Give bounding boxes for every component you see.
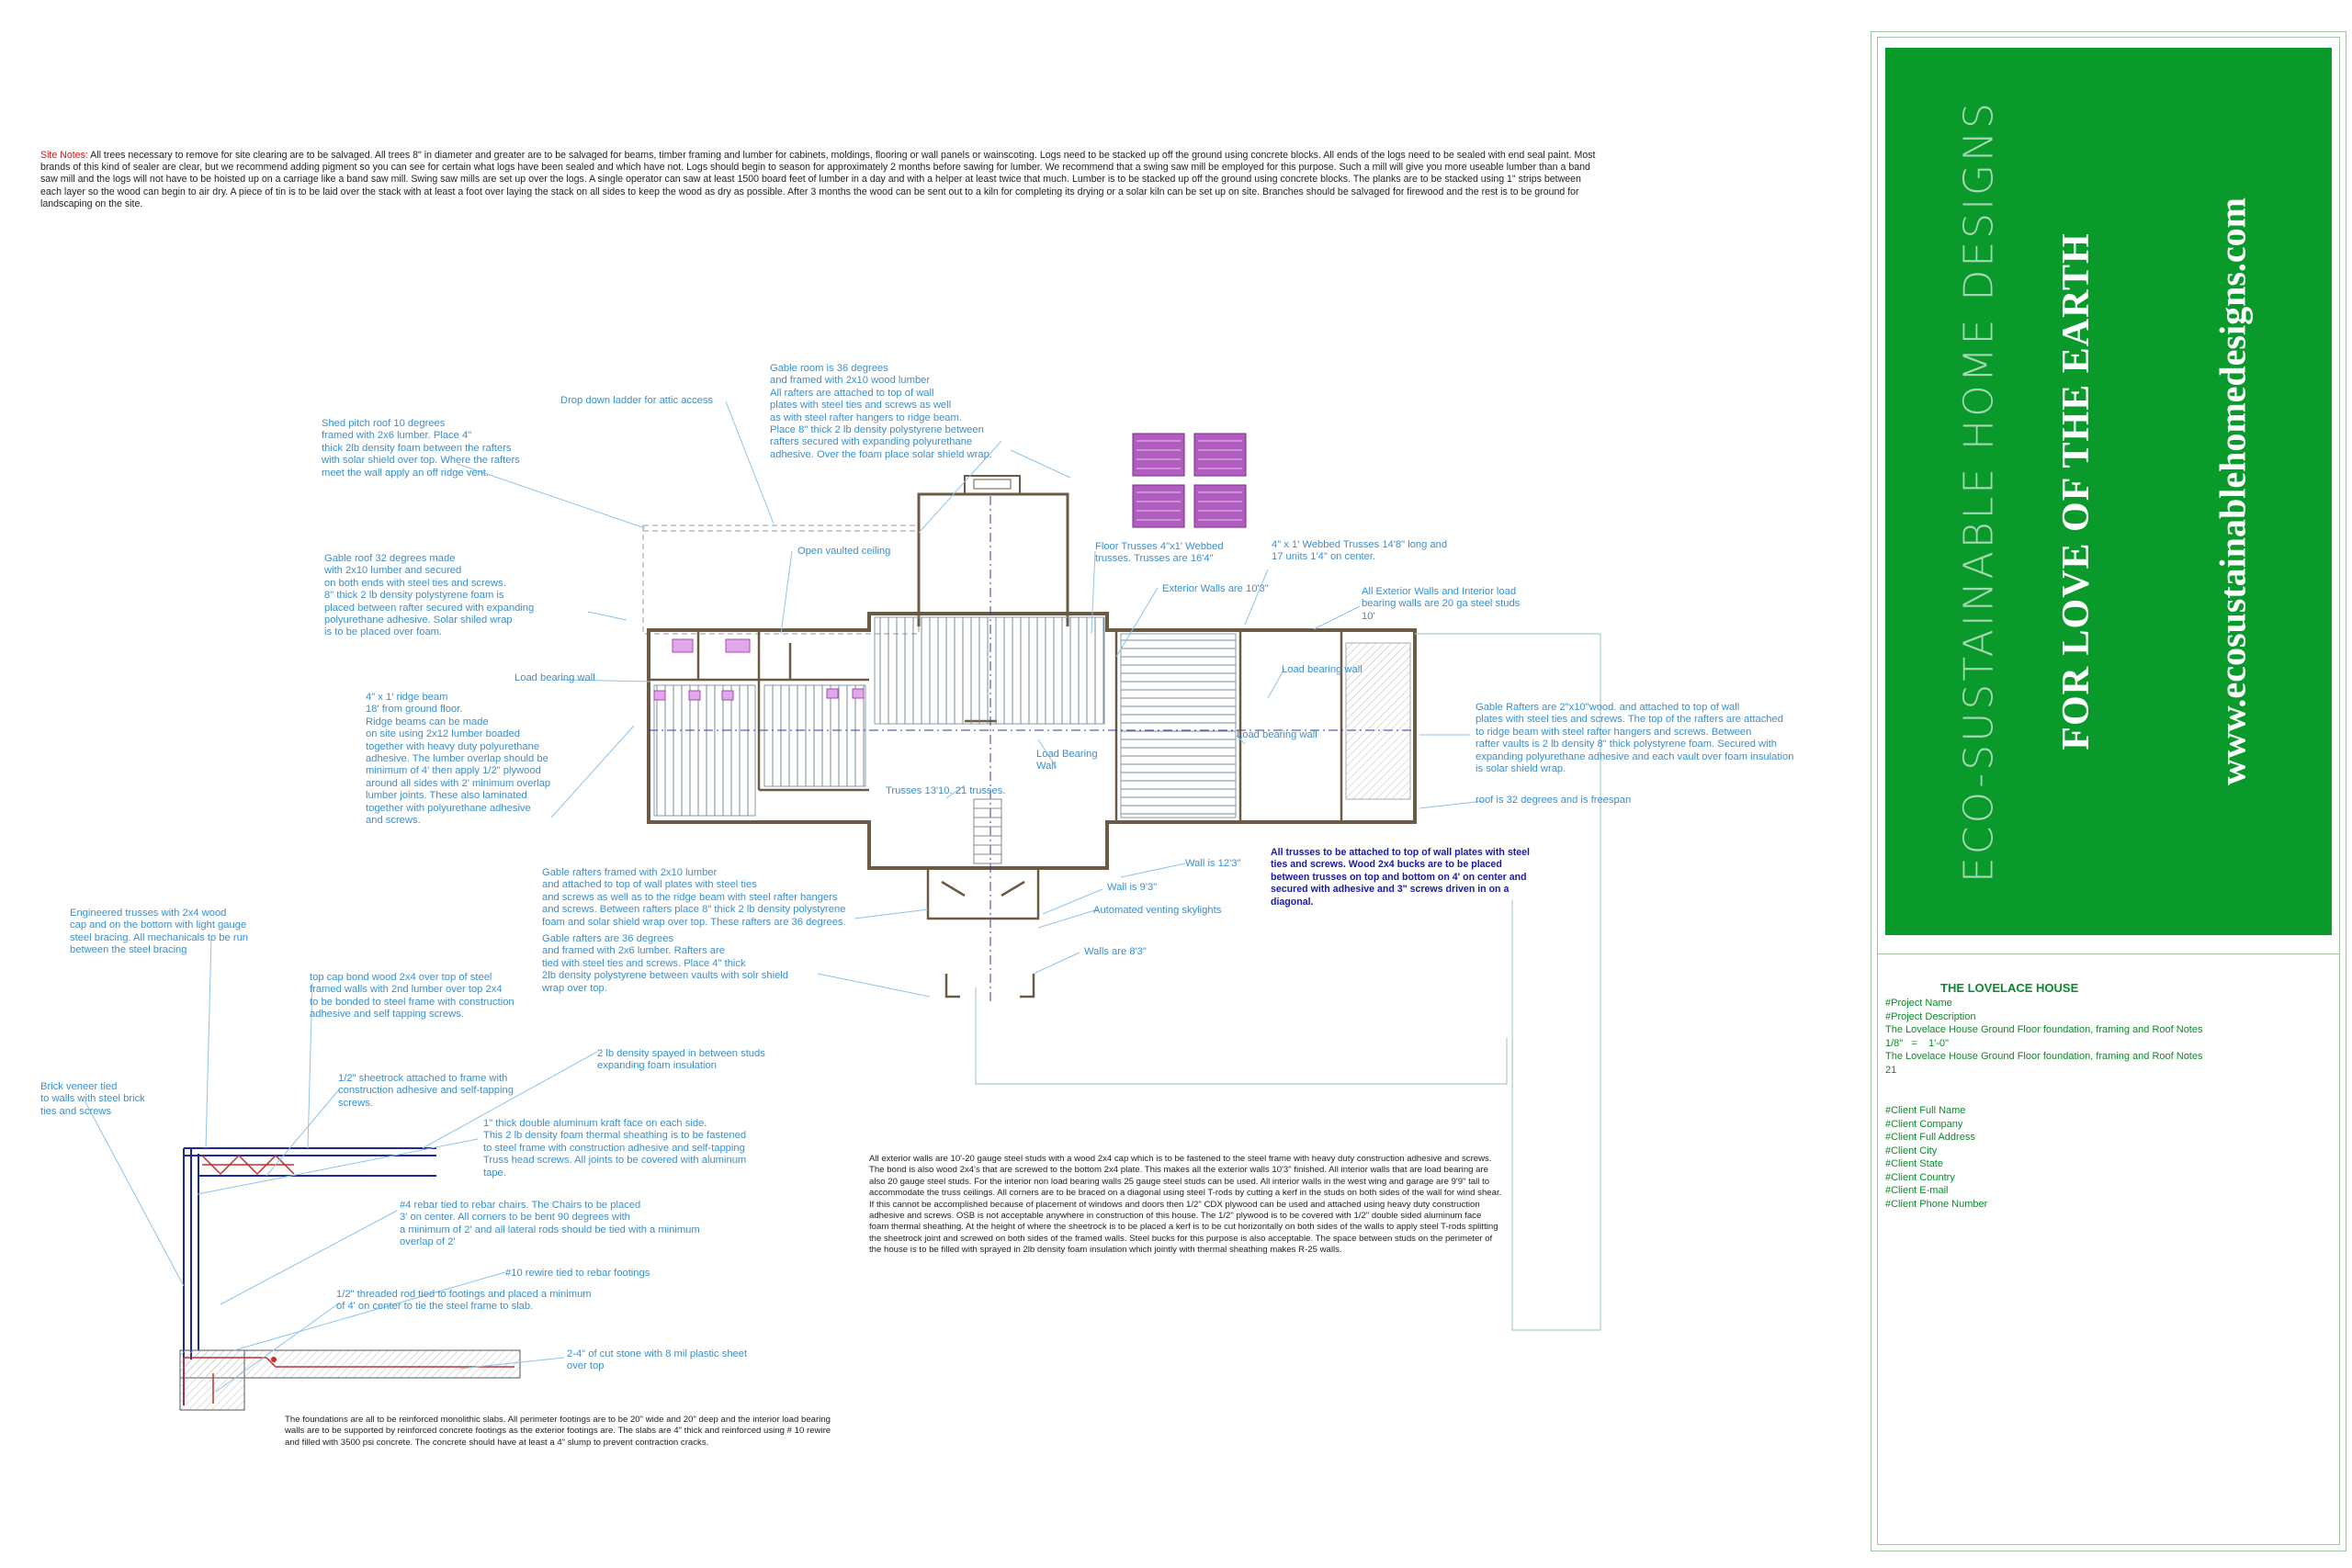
note-ext-walls-10: Exterior Walls are 10'3" <box>1162 583 1269 594</box>
note-all-trusses: All trusses to be attached to top of wal… <box>1271 847 1530 908</box>
site-notes-text: All trees necessary to remove for site c… <box>40 150 1596 209</box>
truss-field-east <box>1120 633 1237 818</box>
note-gable-rafters-2x10: Gable rafters framed with 2x10 lumber an… <box>542 867 846 928</box>
stairs <box>973 798 1002 864</box>
extension-outlines <box>975 633 1601 1331</box>
note-shed-pitch: Shed pitch roof 10 degrees framed with 2… <box>322 418 520 479</box>
note-wall-9: Wall is 9'3" <box>1107 882 1158 893</box>
project-title: THE LOVELACE HOUSE <box>1940 981 2079 995</box>
brand-tagline: FOR LOVE OF THE EARTH <box>2055 232 2098 750</box>
note-roof-32: roof is 32 degrees and is freespan <box>1476 795 1632 806</box>
note-foam-spray: 2 lb density spayed in between studs exp… <box>597 1048 765 1072</box>
entry-porch <box>926 868 1040 998</box>
note-webbed-trusses: 4" x 1' Webbed Trusses 14'8" long and 17… <box>1272 539 1448 563</box>
note-ridge-beam: 4" x 1' ridge beam 18' from ground floor… <box>366 692 551 827</box>
foundation-slab <box>179 1349 521 1411</box>
note-all-ext-walls: All Exterior Walls and Interior load bea… <box>1362 586 1521 622</box>
note-gable-room: Gable room is 36 degrees and framed with… <box>770 363 992 460</box>
skylights <box>1132 433 1247 528</box>
brand-name: ECO-SUSTAINABLE HOME DESIGNS <box>1955 100 2003 883</box>
project-details: #Project Name #Project Description The L… <box>1885 998 2203 1076</box>
note-open-vaulted: Open vaulted ceiling <box>797 546 891 557</box>
note-cut-stone: 2-4" of cut stone with 8 mil plastic she… <box>567 1348 748 1372</box>
brand-website: www.ecosustainablehomedesigns.com <box>2211 197 2254 786</box>
truss-field-center <box>874 616 1105 725</box>
note-floor-trusses: Floor Trusses 4"x1' Webbed trusses. Trus… <box>1095 541 1224 565</box>
title-block-frame-outer <box>1871 31 2346 1551</box>
ridge-lines <box>649 496 1415 1001</box>
truss-field-mid <box>763 684 866 787</box>
site-notes: Site Notes: All trees necessary to remov… <box>40 150 1602 210</box>
note-brick-veneer: Brick veneer tied to walls with steel br… <box>40 1081 145 1117</box>
note-gable-rafters-right: Gable Rafters are 2"x10"wood. and attach… <box>1476 702 1794 775</box>
note-load-bearing-right: Load bearing wall <box>1282 664 1363 675</box>
site-notes-label: Site Notes: <box>40 150 88 161</box>
foundations-paragraph: The foundations are all to be reinforced… <box>285 1415 831 1448</box>
truss-field-left <box>653 684 756 817</box>
note-load-bearing-right2: Load bearing wall <box>1237 729 1317 740</box>
building-outline <box>647 612 1417 870</box>
note-drop-ladder: Drop down ladder for attic access <box>560 395 714 406</box>
title-block-divider <box>1877 953 2340 954</box>
note-rebar-4: #4 rebar tied to rebar chairs. The Chair… <box>400 1200 700 1248</box>
note-rewire-10: #10 rewire tied to rebar footings <box>505 1268 650 1279</box>
note-gable-rafters-36: Gable rafters are 36 degrees and framed … <box>542 933 789 994</box>
note-wall-12: Wall is 12'3" <box>1185 858 1241 869</box>
note-trusses-13: Trusses 13'10. 21 trusses. <box>886 785 1006 796</box>
note-skylights: Automated venting skylights <box>1093 905 1222 916</box>
roof-outline <box>642 525 920 635</box>
note-gable-roof-32: Gable roof 32 degrees made with 2x10 lum… <box>324 553 535 638</box>
title-block-banner <box>1885 48 2332 935</box>
exterior-walls-paragraph: All exterior walls are 10'-20 gauge stee… <box>869 1154 1502 1256</box>
title-block-frame-inner <box>1877 37 2340 1545</box>
bath-fixtures <box>653 638 865 701</box>
gable-room <box>917 475 1069 626</box>
garage-hatch <box>1345 642 1411 800</box>
interior-walls <box>649 630 1343 822</box>
note-walls-8: Walls are 8'3" <box>1084 946 1147 957</box>
note-top-cap: top cap bond wood 2x4 over top of steel … <box>310 972 514 1021</box>
note-aluminum-kraft: 1" thick double aluminum kraft face on e… <box>483 1118 747 1179</box>
note-load-bearing-center: Load Bearing Wall <box>1036 749 1098 773</box>
note-threaded-rod: 1/2" threaded rod tied to footings and p… <box>336 1289 592 1313</box>
client-details: #Client Full Name #Client Company #Clien… <box>1885 1105 1988 1210</box>
note-engineered-trusses: Engineered trusses with 2x4 wood cap and… <box>70 908 249 956</box>
note-sheetrock: 1/2" sheetrock attached to frame with co… <box>338 1073 514 1109</box>
leader-lines <box>84 400 1485 1393</box>
note-load-bearing-left: Load bearing wall <box>514 672 595 683</box>
